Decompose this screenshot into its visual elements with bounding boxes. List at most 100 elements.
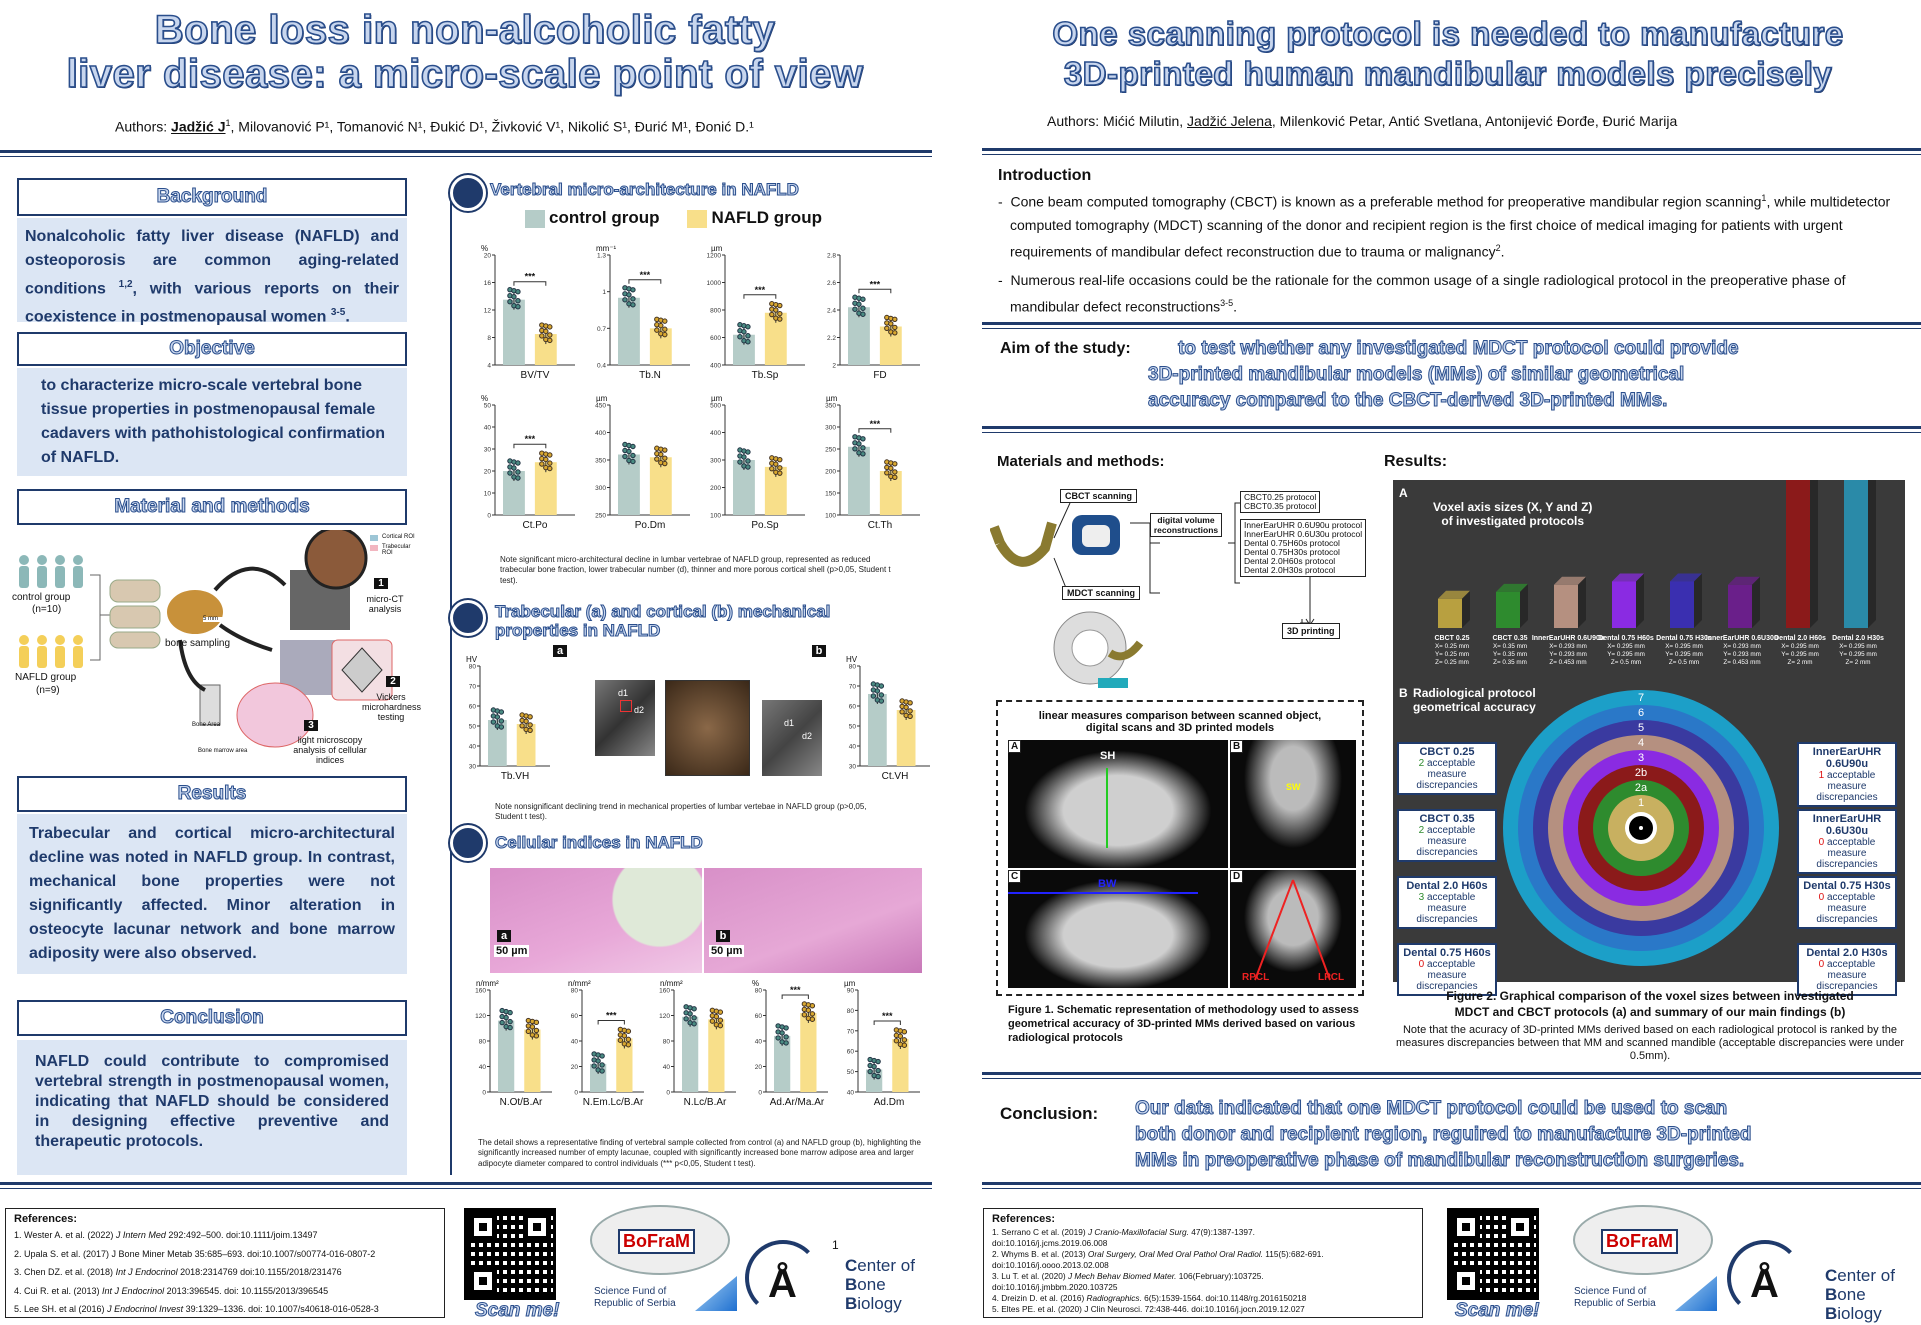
reference-journal: Radiographics. xyxy=(1086,1293,1142,1303)
y-tick-label: 80 xyxy=(755,988,763,995)
voxel-label: Z= 0.5 mm xyxy=(1669,659,1699,666)
x-label: Tb.VH xyxy=(501,771,529,782)
data-point xyxy=(713,1013,720,1020)
data-point xyxy=(717,1022,724,1029)
chip-text: 0 acceptable measure discrepancies xyxy=(1801,959,1893,992)
chip-count: 0 xyxy=(1818,959,1827,971)
data-point xyxy=(777,310,783,317)
left-qr-code[interactable] xyxy=(464,1208,556,1300)
voxel-bar xyxy=(1496,591,1520,628)
data-point xyxy=(515,475,521,481)
sig-label: *** xyxy=(640,270,651,280)
printing-label: 3D printing xyxy=(1282,623,1340,639)
bar-control xyxy=(848,446,870,515)
results-right-title: Results: xyxy=(1384,453,1448,470)
background-sup-b: 3-5 xyxy=(330,307,346,319)
reference-tail: 115(5):682-691. xyxy=(1263,1249,1324,1259)
bar-control xyxy=(682,1016,699,1092)
chip-protocol-name: Dental 2.0 H30s xyxy=(1806,947,1888,959)
data-point xyxy=(783,1025,789,1031)
results-header: Results xyxy=(17,776,407,812)
vertebral-bullet xyxy=(450,175,486,211)
data-point xyxy=(515,288,521,295)
left-bofram-logo: BoFraM xyxy=(590,1205,730,1275)
voxel-bar-top xyxy=(1438,590,1470,599)
rings-title-line1: Radiological protocol xyxy=(1413,686,1536,700)
cortical-roi-label: Cortical ROI xyxy=(382,534,415,540)
voxel-label: Z= 0.453 mm xyxy=(1549,659,1586,666)
unit-label: µm xyxy=(711,394,723,403)
step2-badge: 2 xyxy=(386,676,400,687)
data-point xyxy=(899,709,905,715)
authors-prefix: Authors: xyxy=(115,118,172,135)
data-point xyxy=(856,441,862,447)
right-references-title: References: xyxy=(992,1213,1055,1225)
data-point xyxy=(907,713,913,720)
data-point xyxy=(779,1030,785,1036)
data-point xyxy=(884,325,890,332)
aim-label: Aim of the study: xyxy=(1000,340,1131,357)
y-tick-label: 40 xyxy=(571,1039,579,1046)
data-point xyxy=(494,714,501,720)
y-tick-label: 2.2 xyxy=(827,335,836,342)
right-rule-1 xyxy=(982,148,1921,151)
right-center-rest1: enter of xyxy=(1837,1266,1895,1285)
scan-panel-c: C BW xyxy=(1008,870,1228,988)
data-point xyxy=(683,1016,689,1022)
cbct-protocol-0: CBCT0.25 protocol xyxy=(1244,492,1317,502)
x-label: Ad.Dm xyxy=(874,1097,905,1108)
objective-text: to characterize micro-scale vertebral bo… xyxy=(41,377,386,466)
data-point xyxy=(870,693,877,699)
right-conclusion-label: Conclusion: xyxy=(1000,1104,1099,1123)
methods-header: Material and methods xyxy=(17,489,407,525)
conclusion-line1: Our data indicated that one MDCT protoco… xyxy=(1135,1098,1728,1120)
voxel-bar xyxy=(1612,581,1636,628)
voxel-bar-side xyxy=(1868,480,1876,628)
data-point xyxy=(893,1038,900,1044)
y-tick-label: 30 xyxy=(849,764,857,771)
y-tick-label: 400 xyxy=(595,430,606,437)
y-tick-label: 1000 xyxy=(707,280,722,287)
chip-protocol-name: Dental 0.75 H60s xyxy=(1403,947,1491,959)
data-point xyxy=(745,464,751,470)
voxel-label: Y= 0.293 mm xyxy=(1549,651,1587,658)
left-science-fund-l2: Republic of Serbia xyxy=(594,1298,676,1309)
data-point xyxy=(745,458,751,464)
right-serbia-shape xyxy=(1675,1276,1717,1311)
chip-description: acceptable measure discrepancies xyxy=(1416,959,1478,993)
unit-label: % xyxy=(752,979,759,988)
y-tick-label: 0 xyxy=(482,1090,486,1097)
reference-text: doi:10.1016/j.jmbbm.2020.103725 xyxy=(992,1282,1118,1292)
data-point xyxy=(529,1024,536,1030)
voxel-label: X= 0.293 mm xyxy=(1723,643,1761,650)
y-tick-label: 2 xyxy=(832,363,836,370)
y-tick-label: 1.3 xyxy=(597,253,606,260)
panel-b-badge: b xyxy=(812,645,826,657)
y-tick-label: 80 xyxy=(847,1008,855,1015)
voxel-panel: A Voxel axis sizes (X, Y and Z) of inves… xyxy=(1393,480,1905,680)
right-qr-code[interactable] xyxy=(1447,1208,1539,1300)
voxel-label: X= 0.25 mm xyxy=(1435,643,1469,650)
reference-journal: J Intern Med xyxy=(115,1230,166,1240)
voxel-label: CBCT 0.35 xyxy=(1492,635,1527,642)
vertebra-top xyxy=(109,579,161,603)
reference-text: 2. Upala S. et al. (2017) J Bone Miner M… xyxy=(14,1248,376,1259)
nafld-group-label: NAFLD group xyxy=(15,672,77,683)
rings-panel-label: B xyxy=(1399,686,1408,700)
data-point xyxy=(777,456,783,463)
data-point xyxy=(658,451,664,458)
comparison-line2: digital scans and 3D printed models xyxy=(1085,722,1275,734)
vertebral-title: Vertebral micro-architecture in NAFLD xyxy=(490,180,800,200)
data-point xyxy=(691,1021,697,1027)
voxel-label: X= 0.295 mm xyxy=(1607,643,1645,650)
mdct-protocol-3: Dental 0.75H30s protocol xyxy=(1244,547,1340,557)
sig-bracket xyxy=(858,428,892,433)
y-tick-label: 20 xyxy=(484,469,492,476)
voxel-title-line1: Voxel axis sizes (X, Y and Z) xyxy=(1433,500,1593,514)
data-point xyxy=(507,1009,513,1016)
step3-badge: 3 xyxy=(304,720,318,731)
data-point xyxy=(892,474,898,481)
y-tick-label: 300 xyxy=(595,485,606,492)
data-point xyxy=(888,465,894,472)
